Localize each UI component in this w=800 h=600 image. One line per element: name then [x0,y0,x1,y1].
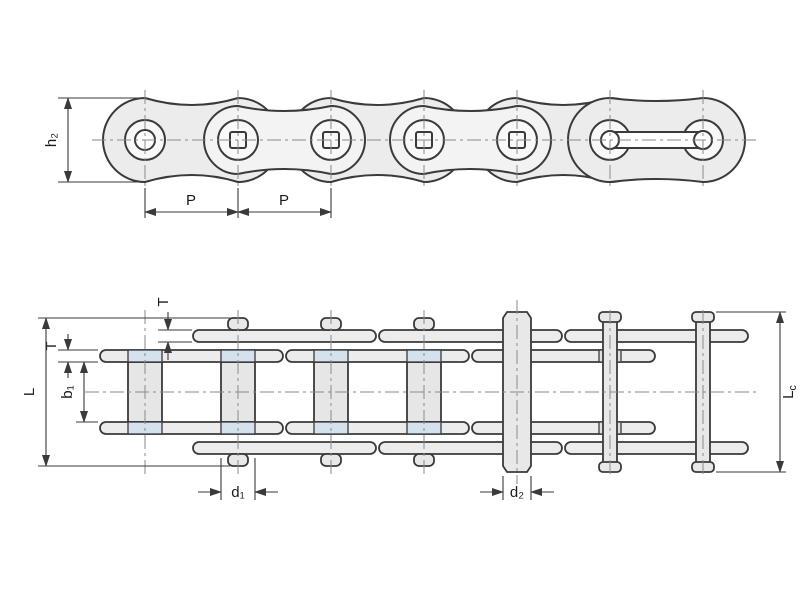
dim-label-h2: h₂ [43,133,60,147]
dim-h2: h₂ [43,97,140,183]
dim-label-d2: d₂ [510,484,524,501]
dim-p: P P [144,188,332,218]
dim-label-p-right: P [279,192,289,209]
outer-plate [378,441,563,455]
outer-plate [192,441,377,455]
dim-label-t-outer: T [155,297,172,306]
side-view: h₂ P P [43,90,756,218]
dim-t-inner: T [43,334,98,378]
outer-plate [564,329,749,343]
dim-b1: b₁ [59,361,98,423]
outer-plate [564,441,749,455]
dim-label-p-left: P [186,192,196,209]
dim-lc: Lc [716,311,799,473]
dim-label-d1: d₁ [231,484,244,501]
dim-label-b1: b₁ [59,385,76,398]
outer-plate [192,329,377,343]
dim-t-outer: T [155,297,192,360]
dim-l: L [21,317,230,467]
inner-plate [471,421,656,435]
outer-plate [378,329,563,343]
dim-d1: d₁ [198,458,278,501]
inner-plate [471,349,656,363]
dim-label-lc: Lc [780,385,799,399]
plan-view: T T L b₁ Lc [21,297,799,501]
side-view-centerlines [92,90,756,190]
plan-centerlines [85,300,760,484]
dim-label-l: L [21,388,38,396]
dim-label-t-inner: T [43,341,60,350]
dim-d2: d₂ [480,476,554,501]
